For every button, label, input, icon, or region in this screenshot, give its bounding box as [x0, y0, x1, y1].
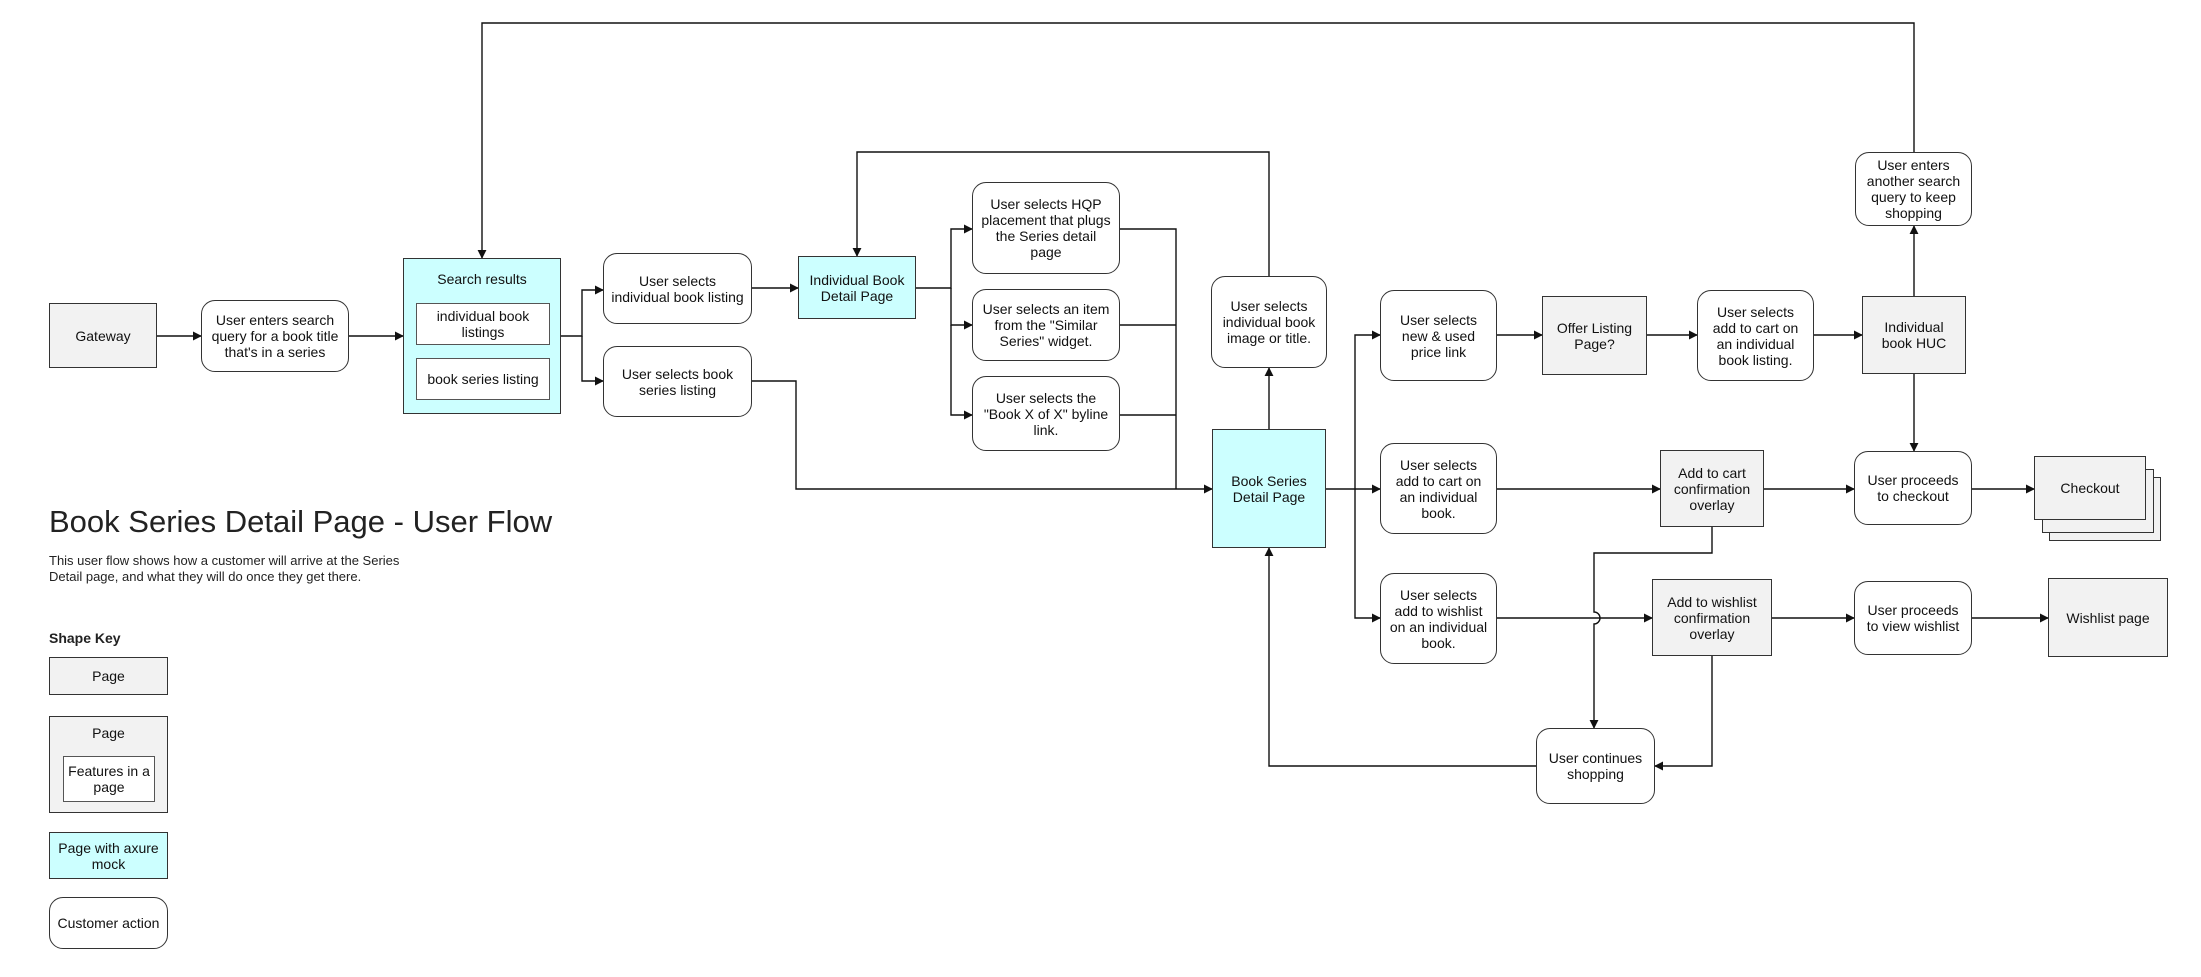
wishlist-page-label: Wishlist page	[2066, 609, 2150, 626]
edge-results-to-select-individual	[561, 285, 604, 337]
edge-select-series-to-series-detail	[752, 380, 1213, 494]
wishlist-overlay-label: Add to wishlist confirmation overlay	[1667, 593, 1757, 642]
diagram-title: Book Series Detail Page - User Flow	[49, 504, 553, 539]
select-byline-label: User selects the "Book X of X" byline li…	[983, 389, 1109, 438]
key-features-in-page-shape: Features in a page	[63, 756, 155, 802]
add-to-cart-overlay-page: Add to cart confirmation overlay	[1660, 450, 1764, 527]
offer-listing-page: Offer Listing Page?	[1542, 296, 1647, 375]
select-image-label: User selects individual book image or ti…	[1222, 298, 1316, 346]
edge-detail-to-byline	[950, 325, 973, 420]
continue-shopping-action: User continues shopping	[1536, 728, 1655, 804]
key-customer-action-shape: Customer action	[49, 897, 168, 949]
select-hqp-label: User selects HQP placement that plugs th…	[981, 196, 1111, 260]
select-add-cart-action: User selects add to cart on an individua…	[1380, 443, 1497, 534]
select-wishlist-label: User selects add to wishlist on an indiv…	[1389, 586, 1488, 651]
edge-cart-overlay-to-continue-shopping	[1589, 527, 1713, 729]
continue-shopping-label: User continues shopping	[1548, 750, 1643, 782]
gateway-label: Gateway	[75, 327, 131, 344]
key-page-with-features-shape: Page Features in a page	[49, 716, 168, 813]
select-series-label: User selects book series listing	[621, 365, 734, 398]
individual-book-listings-feature: individual book listings	[416, 303, 550, 345]
individual-detail-label: Individual Book Detail Page	[809, 271, 905, 304]
another-search-label: User enters another search query to keep…	[1866, 157, 1961, 221]
select-wishlist-action: User selects add to wishlist on an indiv…	[1380, 573, 1497, 664]
select-new-used-action: User selects new & used price link	[1380, 290, 1497, 381]
search-results-page: Search results individual book listings …	[403, 258, 561, 414]
edge-results-to-select-series	[581, 336, 604, 386]
gateway-page: Gateway	[49, 303, 157, 368]
key-axure-page-shape: Page with axure mock	[49, 832, 168, 879]
select-byline-action: User selects the "Book X of X" byline li…	[972, 376, 1120, 451]
select-individual-action: User selects individual book listing	[603, 253, 752, 324]
edge-detail-to-hqp	[916, 224, 973, 289]
select-add-cart-label: User selects add to cart on an individua…	[1395, 456, 1482, 521]
view-wishlist-action: User proceeds to view wishlist	[1854, 581, 1972, 655]
key-page-with-features-label: Page	[92, 725, 125, 741]
select-add-cart-listing-label: User selects add to cart on an individua…	[1712, 303, 1799, 368]
shape-key-heading: Shape Key	[49, 630, 121, 646]
select-individual-label: User selects individual book listing	[611, 272, 744, 305]
edge-select-image-to-individual-detail	[852, 151, 1270, 276]
checkout-label: Checkout	[2060, 480, 2120, 496]
select-similar-label: User selects an item from the "Similar S…	[982, 301, 1110, 349]
series-detail-label: Book Series Detail Page	[1231, 472, 1307, 505]
select-hqp-action: User selects HQP placement that plugs th…	[972, 182, 1120, 274]
huc-label: Individual book HUC	[1881, 319, 1947, 351]
edge-hqp-to-series-detail	[1120, 228, 1177, 489]
another-search-action: User enters another search query to keep…	[1855, 152, 1972, 226]
edge-wishlist-overlay-to-continue-shopping	[1654, 656, 1713, 771]
diagram-description: This user flow shows how a customer will…	[49, 553, 400, 584]
book-series-listing-feature: book series listing	[416, 358, 550, 400]
enter-search-action: User enters search query for a book titl…	[201, 300, 349, 372]
select-new-used-label: User selects new & used price link	[1399, 311, 1478, 360]
individual-book-detail-page: Individual Book Detail Page	[798, 256, 916, 319]
add-to-wishlist-overlay-page: Add to wishlist confirmation overlay	[1652, 579, 1772, 656]
key-axure-page-label: Page with axure mock	[58, 839, 159, 872]
edge-series-detail-to-wishlist	[1354, 489, 1381, 623]
book-series-detail-page: Book Series Detail Page	[1212, 429, 1326, 548]
wishlist-page: Wishlist page	[2048, 578, 2168, 657]
key-page-shape: Page	[49, 657, 168, 695]
enter-search-label: User enters search query for a book titl…	[211, 312, 339, 360]
key-customer-action-label: Customer action	[57, 915, 160, 931]
proceed-checkout-action: User proceeds to checkout	[1854, 451, 1972, 525]
select-image-action: User selects individual book image or ti…	[1211, 276, 1327, 368]
search-results-label: Search results	[437, 271, 527, 287]
checkout-page: Checkout	[2034, 456, 2146, 520]
select-series-action: User selects book series listing	[603, 346, 752, 417]
select-add-cart-listing-action: User selects add to cart on an individua…	[1697, 290, 1814, 381]
individual-book-huc-page: Individual book HUC	[1862, 296, 1966, 374]
edge-series-detail-to-new-used	[1326, 330, 1381, 490]
cart-overlay-label: Add to cart confirmation overlay	[1673, 464, 1751, 513]
edge-detail-to-similar	[950, 288, 973, 330]
select-similar-action: User selects an item from the "Similar S…	[972, 289, 1120, 361]
offer-listing-label: Offer Listing Page?	[1556, 319, 1633, 352]
view-wishlist-label: User proceeds to view wishlist	[1866, 602, 1960, 634]
edge-continue-shopping-to-series-detail	[1264, 547, 1536, 767]
edge-another-search-to-results	[477, 22, 1915, 259]
key-page-label: Page	[92, 668, 125, 684]
proceed-checkout-label: User proceeds to checkout	[1867, 472, 1959, 504]
